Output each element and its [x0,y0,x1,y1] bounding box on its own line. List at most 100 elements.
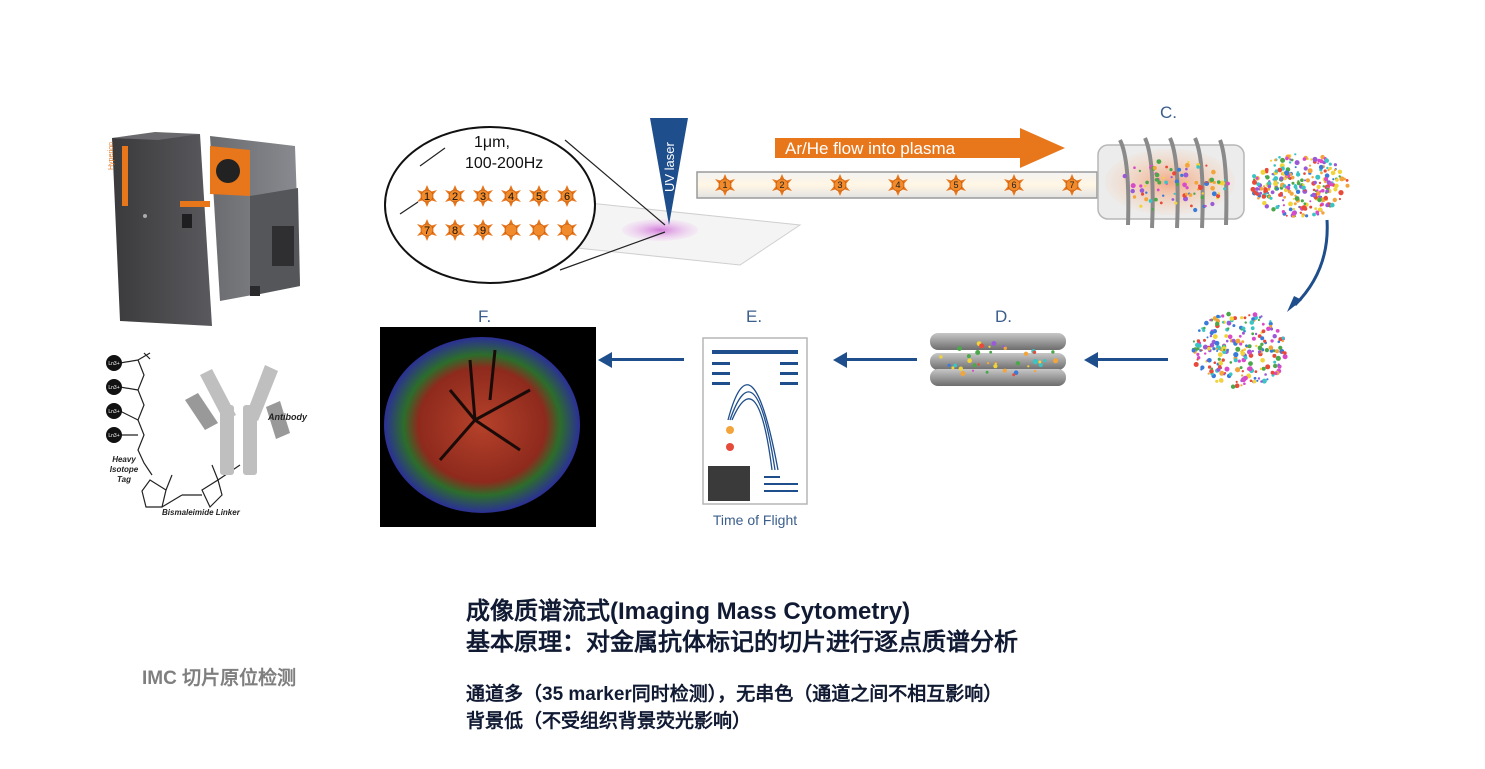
ion-particle [1312,193,1317,198]
ion-particle [1325,189,1328,192]
ion-particle [1301,186,1305,190]
ion-particle [1235,339,1240,344]
ion-particle [1259,192,1262,195]
ion-particle [1215,322,1219,326]
ion-particle [1283,354,1288,359]
ion-particle [1229,372,1233,376]
ion-particle [1224,179,1226,181]
ion-particle [1233,352,1238,357]
ion-particle [1245,321,1247,323]
ion-particle [1278,168,1283,173]
ion-particle [1034,370,1036,372]
ion-particle [1338,190,1343,195]
svg-text:4: 4 [508,191,514,203]
ion-particle [1294,153,1296,155]
ion-particle [1284,170,1289,175]
ion-particle [1262,329,1266,333]
ion-particle [1330,203,1335,208]
ion-particle [1241,340,1244,343]
ion-particle [977,363,979,365]
stage-label-e: E. [746,307,762,326]
ion-particle [1271,190,1275,194]
ion-particle [1198,185,1203,190]
svg-text:Ln3+: Ln3+ [108,385,119,391]
ion-particle [1252,350,1254,352]
ion-particle [1213,334,1218,339]
ion-particle [1289,208,1293,212]
ion-particle [1177,168,1181,172]
ion-particle [1300,212,1302,214]
ion-particle [1252,174,1256,178]
ion-particle [1262,323,1265,326]
ion-particle [1241,374,1243,376]
ion-particle [1209,319,1211,321]
svg-text:7: 7 [424,225,430,237]
ion-particle [1343,178,1346,181]
ion-particle [988,346,990,348]
ion-particle [1346,179,1349,182]
svg-text:1: 1 [722,180,727,190]
ion-particle [1310,158,1312,160]
ion-particle [1140,188,1145,193]
ion-particle [1169,168,1172,171]
ion-particle [1185,168,1188,171]
tissue-image [380,327,596,527]
ion-particle [1043,359,1046,362]
ion-particle [1264,373,1267,376]
ion-particle [1240,384,1242,386]
ion-particle [1274,159,1277,162]
time-of-flight-label: Time of Flight [713,512,797,528]
ion-particle [1222,358,1225,361]
ion-particle [1211,170,1216,175]
ion-particle [1235,367,1240,372]
ion-particle [1323,185,1325,187]
ion-particle [1334,184,1338,188]
ion-particle [1033,359,1038,364]
ion-particle [1266,378,1268,380]
ion-particle [1196,353,1199,356]
ion-particle [1270,339,1273,342]
ion-particle [1221,314,1224,317]
ion-particle [1207,336,1209,338]
ion-particle [1331,171,1336,176]
ion-particle [1286,176,1288,178]
ion-particle [1270,327,1273,330]
ion-particle [1186,181,1188,183]
ion-particle [1211,368,1213,370]
ion-particle [1193,208,1197,212]
ion-particle [1144,185,1146,187]
ion-particle [1321,189,1325,193]
ion-particle [1162,195,1164,197]
ion-particle [1327,186,1329,188]
ion-particle [1265,348,1269,352]
ion-particle [1218,361,1223,366]
ion-particle [1004,347,1007,350]
ion-particle [1265,168,1269,172]
ion-particle [1334,169,1336,171]
ion-particle [1269,320,1271,322]
ion-particle [951,366,954,369]
ion-particle [1210,335,1212,337]
ion-particle [979,343,984,348]
ion-particle [1204,352,1206,354]
ion-particle [1033,351,1036,354]
ion-particle [1290,192,1294,196]
ion-particle [1183,173,1188,178]
ion-particle [1210,331,1214,335]
ion-particle [1320,204,1322,206]
ion-particle [1039,363,1043,367]
ion-particle [1198,329,1201,332]
ion-particle [1262,367,1266,371]
ion-particle [1262,201,1266,205]
ion-particle [1195,343,1200,348]
ion-particle [1226,312,1231,317]
ion-particle [995,362,997,364]
ion-particle [1202,192,1204,194]
ion-particle [1255,187,1259,191]
ion-particle [1207,358,1212,363]
ion-particle [1285,157,1289,161]
ion-particle [1277,364,1280,367]
ion-particle [1319,159,1323,163]
ion-particle [1273,364,1277,368]
ion-particle [1247,367,1251,371]
